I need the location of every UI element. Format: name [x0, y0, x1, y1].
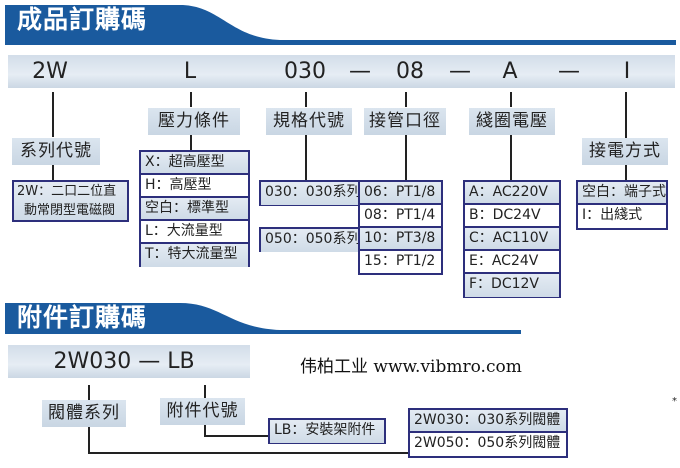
connector	[305, 92, 307, 107]
label-coil: 綫圈電壓	[469, 108, 555, 135]
code-token: —	[449, 59, 471, 84]
option-row: 空白：端子式	[578, 182, 666, 205]
option-row: 2W030：030系列閥體	[410, 410, 566, 433]
code-token: 2W	[32, 59, 68, 84]
connector	[204, 425, 206, 437]
connector	[510, 135, 512, 180]
option-row: LB：安裝架附件	[270, 420, 384, 443]
connector	[625, 92, 627, 138]
option-row: 030：030系列	[261, 182, 360, 205]
option-row: L：大流量型	[141, 221, 248, 244]
code-token: —	[349, 59, 371, 84]
connector	[52, 164, 54, 180]
connector	[625, 164, 627, 180]
label-spec: 規格代號	[266, 108, 352, 135]
port-options: 06：PT1/8 08：PT1/4 10：PT3/8 15：PT1/2	[358, 180, 443, 275]
section-header-banner	[5, 5, 676, 45]
spec-option-050: 050：050系列	[259, 227, 360, 252]
option-row: H：高壓型	[141, 175, 248, 198]
watermark: 伟柏工业 www.vibmro.com	[300, 357, 522, 377]
spec-option-030: 030：030系列	[259, 180, 360, 206]
connector	[204, 385, 206, 398]
series-desc-box: 2W：二口二位直 動常閉型電磁閥	[12, 180, 129, 222]
connector	[88, 452, 408, 454]
option-row: 050：050系列	[261, 229, 360, 252]
body-options: 2W030：030系列閥體 2W050：050系列閥體	[408, 408, 568, 458]
option-row: B：DC24V	[465, 205, 559, 228]
section-title-accessory-code: 附件訂購碼	[17, 303, 148, 332]
option-row: X：超高壓型	[141, 152, 248, 175]
asterisk: *	[672, 396, 677, 407]
connector	[88, 427, 90, 454]
product-code-bar: 2W L 030 — 08 — A — I	[8, 55, 675, 88]
label-pressure: 壓力條件	[148, 108, 240, 135]
label-accessory: 附件代號	[160, 398, 245, 425]
code-token: L	[183, 59, 197, 84]
option-row: T：特大流量型	[141, 244, 248, 267]
connector	[405, 92, 407, 107]
accessory-code-bar: 2W030 — LB	[8, 345, 250, 378]
connector	[52, 92, 54, 137]
wiring-options: 空白：端子式 I：出綫式	[576, 180, 668, 230]
label-wiring: 接電方式	[582, 138, 668, 165]
connector	[405, 135, 407, 180]
label-series: 系列代號	[12, 138, 100, 165]
option-row: 2W050：050系列閥體	[414, 435, 561, 451]
pressure-options: X：超高壓型 H：高壓型 空白：標準型 L：大流量型 T：特大流量型	[139, 150, 250, 267]
label-port: 接管口徑	[364, 108, 446, 135]
series-desc-line: 2W：二口二位直	[17, 184, 117, 199]
connector	[190, 135, 192, 150]
accessory-code: 2W030 — LB	[53, 349, 195, 374]
option-row: 06：PT1/8	[360, 182, 441, 205]
option-row: 空白：標準型	[141, 198, 248, 221]
option-row: E：AC24V	[465, 251, 559, 274]
option-row: 08：PT1/4	[360, 205, 441, 228]
accessory-options: LB：安裝架附件	[268, 418, 386, 444]
option-row: A：AC220V	[465, 182, 559, 205]
code-token: 08	[396, 59, 424, 84]
connector	[190, 92, 192, 107]
code-token: —	[558, 59, 580, 84]
label-body: 閥體系列	[42, 400, 126, 427]
option-row: F：DC12V	[465, 274, 559, 297]
connector	[88, 385, 90, 400]
connector	[510, 92, 512, 107]
connector	[204, 435, 268, 437]
section-header-banner	[5, 303, 521, 334]
option-row: 10：PT3/8	[360, 228, 441, 251]
option-row: 15：PT1/2	[364, 253, 436, 269]
code-token: I	[623, 59, 631, 84]
code-token: 030	[284, 59, 326, 84]
option-row: I：出綫式	[582, 207, 643, 223]
option-row: C：AC110V	[465, 228, 559, 251]
section-title-product-code: 成品訂購碼	[17, 5, 148, 34]
code-token: A	[502, 59, 518, 84]
series-desc-line: 動常閉型電磁閥	[24, 203, 116, 218]
connector	[305, 135, 307, 180]
coil-options: A：AC220V B：DC24V C：AC110V E：AC24V F：DC12…	[463, 180, 561, 298]
